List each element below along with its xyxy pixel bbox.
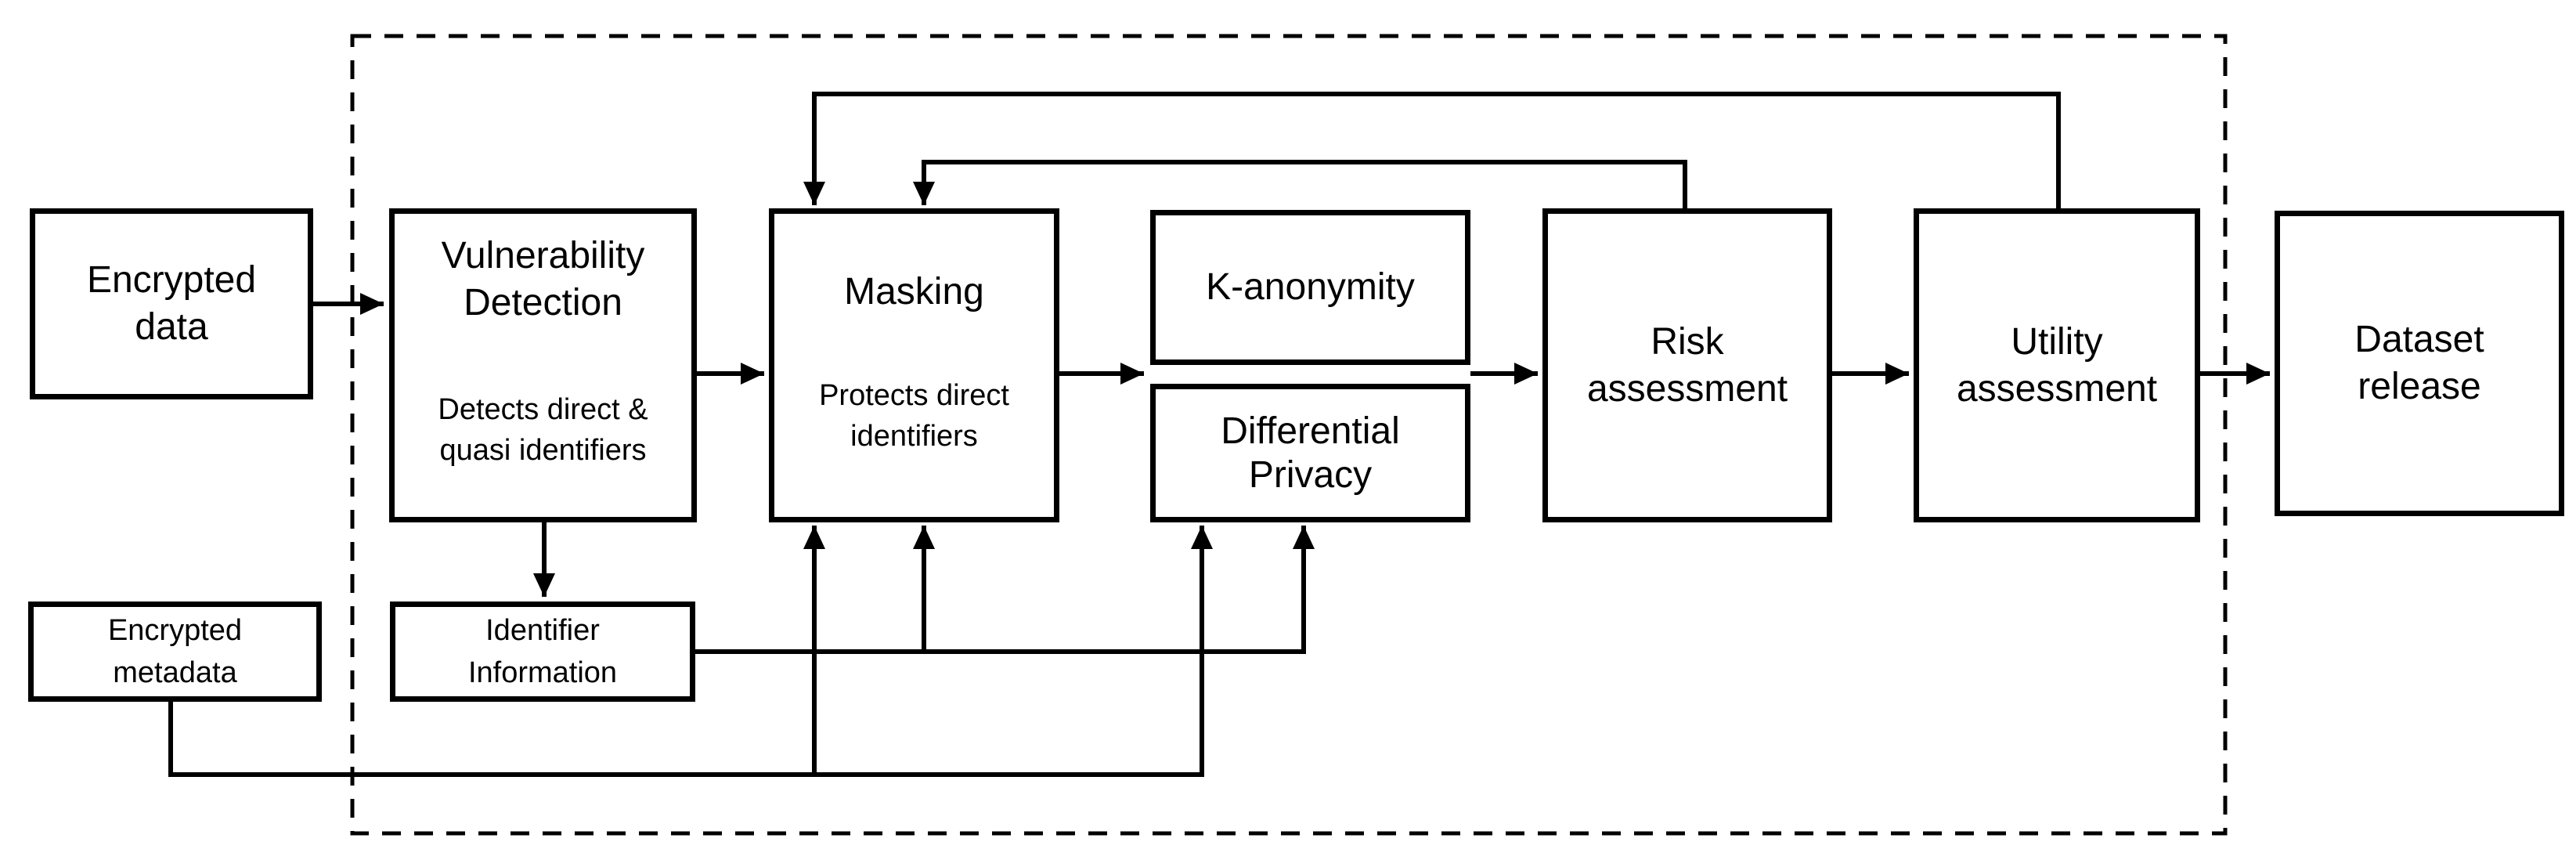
risk-assessment-label-line1: Risk [1651, 320, 1724, 363]
masking-subtitle-line1: Protects direct [819, 379, 1009, 412]
dataset-release-label-line1: Dataset [2354, 319, 2484, 360]
encrypted-data-node: Encrypted data [30, 208, 313, 399]
differential-privacy-label-line2: Privacy [1248, 453, 1373, 496]
pipeline-boundary [350, 34, 2228, 836]
masking-subtitle-line2: identifiers [850, 420, 978, 453]
encrypted-data-label-line1: Encrypted [86, 259, 257, 301]
dataset-release-node: Dataset release [2275, 211, 2564, 516]
utility-assessment-label-line2: assessment [1956, 367, 2158, 410]
identifier-information-label-line1: Identifier [485, 614, 600, 647]
vulnerability-detection-subtitle-line1: Detects direct & [438, 393, 648, 426]
risk-assessment-node: Risk assessment [1542, 208, 1832, 522]
risk-assessment-label-line2: assessment [1586, 367, 1788, 410]
encrypted-metadata-label-line2: metadata [113, 656, 237, 689]
feedback-utility-assessment-to-masking [803, 92, 2061, 208]
line-identifier-information-to-differential-privacy [695, 526, 1315, 654]
vulnerability-detection-title-line2: Detection [464, 282, 622, 323]
k-anonymity-node: K-anonymity [1150, 210, 1470, 365]
differential-privacy-node: Differential Privacy [1150, 384, 1470, 522]
utility-assessment-label-line1: Utility [2011, 320, 2103, 363]
vulnerability-detection-title-line1: Vulnerability [441, 235, 645, 276]
feedback-risk-assessment-to-masking [913, 160, 1687, 208]
differential-privacy-label-line1: Differential [1221, 410, 1400, 452]
utility-assessment-node: Utility assessment [1914, 208, 2200, 522]
vulnerability-detection-node: Vulnerability Detection Detects direct &… [389, 208, 697, 522]
k-anonymity-label: K-anonymity [1206, 266, 1415, 308]
encrypted-data-label-line2: data [135, 306, 208, 348]
vulnerability-detection-subtitle-line2: quasi identifiers [439, 434, 647, 467]
identifier-information-node: Identifier Information [390, 602, 695, 702]
encrypted-metadata-label-line1: Encrypted [107, 614, 243, 647]
identifier-information-label-line2: Information [467, 656, 618, 689]
masking-title: Masking [844, 271, 984, 313]
line-encrypted-metadata-to-differential-privacy [168, 526, 1213, 777]
encrypted-metadata-node: Encrypted metadata [28, 602, 322, 702]
dataset-release-label-line2: release [2358, 366, 2481, 407]
masking-node: Masking Protects direct identifiers [769, 208, 1059, 522]
